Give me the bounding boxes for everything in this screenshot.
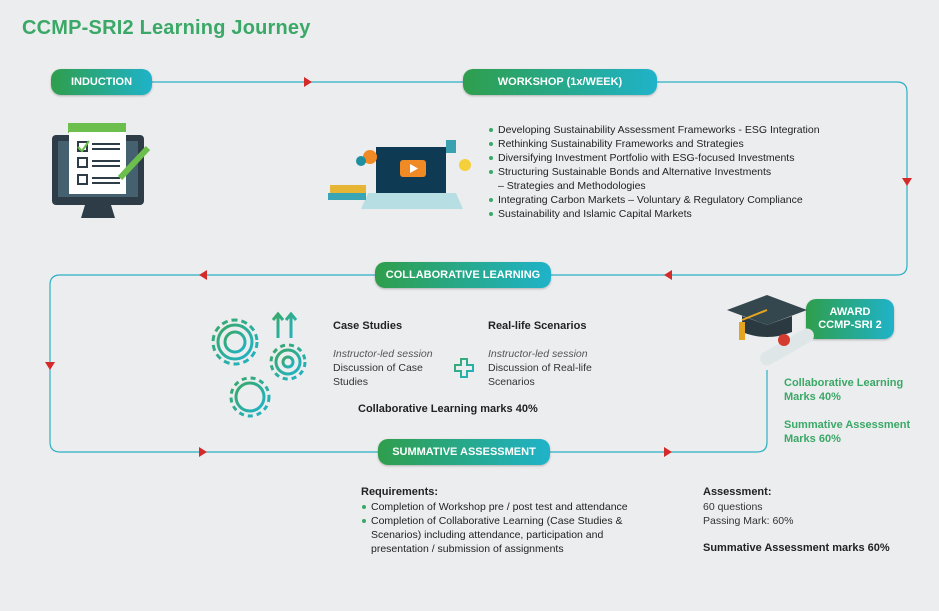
checklist-monitor-icon [52, 123, 151, 218]
requirements-title: Requirements: [361, 486, 439, 498]
arrow-icon [45, 362, 55, 370]
requirement-item: Completion of Collaborative Learning (Ca… [361, 514, 661, 556]
assessment-title: Assessment: [703, 486, 772, 498]
real-mode: Instructor-led session [488, 348, 588, 360]
topic-item: – Strategies and Methodologies [498, 180, 646, 192]
topic-item: Sustainability and Islamic Capital Marke… [488, 207, 820, 221]
award-line2: CCMP-SRI 2 [818, 319, 882, 331]
arrow-icon [664, 270, 672, 280]
real-life-title: Real-life Scenarios [488, 320, 587, 332]
assessment-questions: 60 questions [703, 501, 763, 513]
arrow-icon [304, 77, 312, 87]
arrow-icon [199, 270, 207, 280]
case-desc: Discussion of Case Studies [333, 362, 423, 388]
topic-item: Developing Sustainability Assessment Fra… [488, 123, 820, 137]
requirement-item: Completion of Workshop pre / post test a… [361, 500, 661, 514]
award-cl-marks: Collaborative Learning Marks 40% [784, 377, 904, 403]
arrow-icon [664, 447, 672, 457]
award-sa-marks: Summative Assessment Marks 60% [784, 419, 911, 445]
real-desc: Discussion of Real-life Scenarios [488, 362, 592, 388]
arrow-icon [902, 178, 912, 186]
graduation-cap-diploma-icon [727, 295, 814, 366]
requirements-list: Completion of Workshop pre / post test a… [361, 500, 661, 556]
stage-collaborative-learning: COLLABORATIVE LEARNING [375, 262, 551, 288]
gears-icon [211, 311, 307, 418]
assessment-passing: Passing Mark: 60% [703, 515, 794, 527]
real-life-desc: Instructor-led session Discussion of Rea… [488, 347, 598, 389]
collaborative-marks: Collaborative Learning marks 40% [358, 403, 538, 415]
arrow-icon [199, 447, 207, 457]
case-studies-title: Case Studies [333, 320, 403, 332]
stage-summative-assessment: SUMMATIVE ASSESSMENT [378, 439, 550, 465]
page-title: CCMP-SRI2 Learning Journey [22, 17, 311, 39]
path-line [49, 81, 908, 453]
topic-item: Integrating Carbon Markets – Voluntary &… [488, 193, 820, 207]
case-studies-desc: Instructor-led session Discussion of Cas… [333, 347, 443, 389]
stage-induction: INDUCTION [51, 69, 152, 95]
workshop-topics: Developing Sustainability Assessment Fra… [488, 123, 820, 221]
assessment-marks: Summative Assessment marks 60% [703, 542, 890, 554]
online-learning-illustration [328, 140, 471, 209]
stage-workshop: WORKSHOP (1x/WEEK) [463, 69, 657, 95]
topic-item: Rethinking Sustainability Frameworks and… [488, 137, 820, 151]
topic-item: Diversifying Investment Portfolio with E… [488, 151, 820, 165]
plus-icon [454, 358, 474, 378]
case-mode: Instructor-led session [333, 348, 433, 360]
topic-item: Structuring Sustainable Bonds and Altern… [488, 165, 820, 179]
award-line1: AWARD [829, 306, 871, 318]
